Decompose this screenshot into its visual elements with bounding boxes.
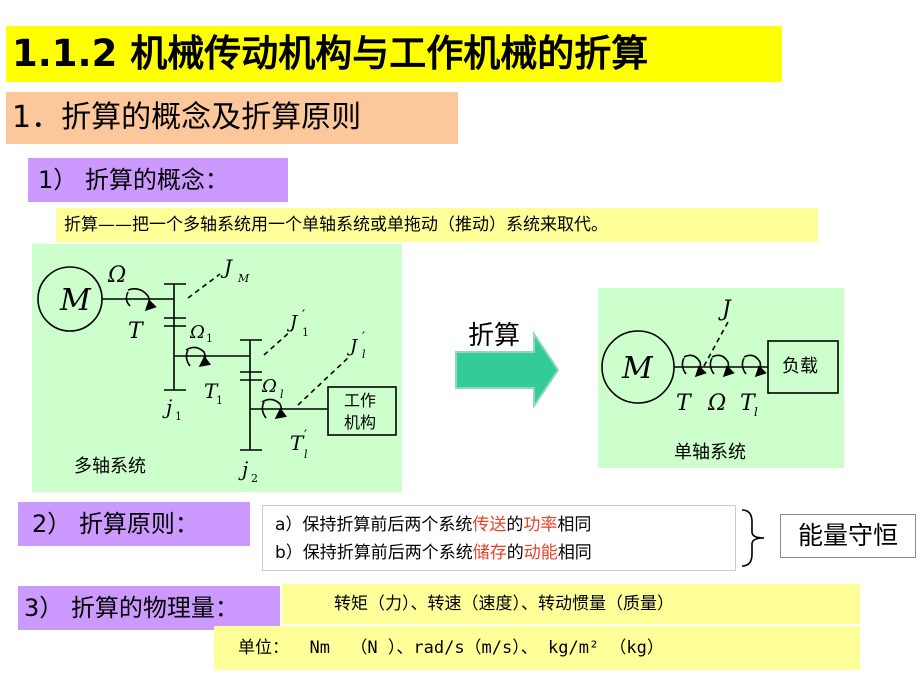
work-machine-label-1: 工作 [344, 391, 376, 410]
quantities-box: 转矩（力）、转速（速度）、转动惯量（质量） [282, 584, 860, 624]
inertia-j1-label: J [286, 312, 299, 333]
single-omega-label: Ω [707, 391, 726, 416]
single-axis-caption: 单轴系统 [674, 442, 746, 463]
svg-text:2: 2 [251, 472, 258, 485]
inertia-jm-label: J [220, 255, 233, 279]
load-box [767, 340, 839, 394]
single-torque-label: T [676, 391, 693, 416]
work-machine-box [327, 386, 397, 436]
units-value: Nm （N ）、rad/s（m/s）、 kg/m² （kg） [289, 638, 664, 658]
motor-label: M [59, 283, 92, 318]
units-label: 单位： [238, 638, 289, 658]
torque-label: T [128, 319, 145, 344]
omega1-label: Ω [189, 322, 205, 343]
svg-text:′: ′ [302, 308, 305, 324]
load-label: 负载 [782, 356, 818, 377]
ratio-j1-label: j [162, 395, 172, 419]
multi-axis-diagram [37, 266, 397, 451]
principles-box: a）保持折算前后两个系统传送的功率相同 b）保持折算前后两个系统储存的动能相同 [262, 505, 736, 571]
principle-a: a）保持折算前后两个系统传送的功率相同 [275, 515, 592, 535]
arrow-label: 折算 [468, 321, 520, 351]
svg-text:l: l [280, 388, 284, 401]
subheading-concept: 1） 折算的概念： [28, 158, 288, 202]
work-machine-label-2: 机构 [344, 413, 376, 432]
brace [741, 509, 765, 567]
single-axis-diagram [601, 321, 839, 404]
single-motor-label: M [621, 351, 654, 386]
energy-conservation-label: 能量守恒 [780, 514, 916, 558]
units-box: 单位： Nm （N ）、rad/s（m/s）、 kg/m² （kg） [214, 626, 860, 670]
conversion-arrow: 折算 [455, 321, 560, 410]
principle-b: b）保持折算前后两个系统储存的动能相同 [275, 543, 592, 563]
svg-text:′: ′ [362, 330, 365, 346]
svg-text:M: M [237, 272, 250, 285]
omega-label: Ω [107, 263, 126, 288]
single-load-torque-label: T [740, 391, 757, 416]
subheading-quantities: 3） 折算的物理量： [18, 586, 280, 630]
torque-l-label: T [290, 431, 305, 455]
single-inertia-label: J [718, 297, 732, 322]
svg-text:1: 1 [302, 326, 309, 339]
svg-text:′: ′ [304, 428, 307, 444]
svg-text:1: 1 [175, 410, 182, 423]
page-title: 1.1.2 机械传动机构与工作机械的折算 [6, 26, 782, 82]
svg-text:l: l [304, 448, 308, 461]
definition-box: 折算——把一个多轴系统用一个单轴系统或单拖动（推动）系统来取代。 [56, 208, 818, 242]
inertia-jl-label: J [346, 336, 359, 357]
svg-text:1: 1 [206, 332, 213, 345]
omegal-label: Ω [261, 376, 277, 397]
svg-text:1: 1 [216, 394, 223, 407]
multi-axis-caption: 多轴系统 [74, 456, 146, 477]
ratio-j2-label: j [238, 457, 248, 481]
section-heading: 1．折算的概念及折算原则 [6, 92, 458, 144]
svg-text:l: l [754, 405, 758, 419]
svg-text:l: l [362, 348, 366, 361]
subheading-principles: 2） 折算原则： [18, 502, 250, 546]
torque1-label: T [204, 379, 219, 403]
